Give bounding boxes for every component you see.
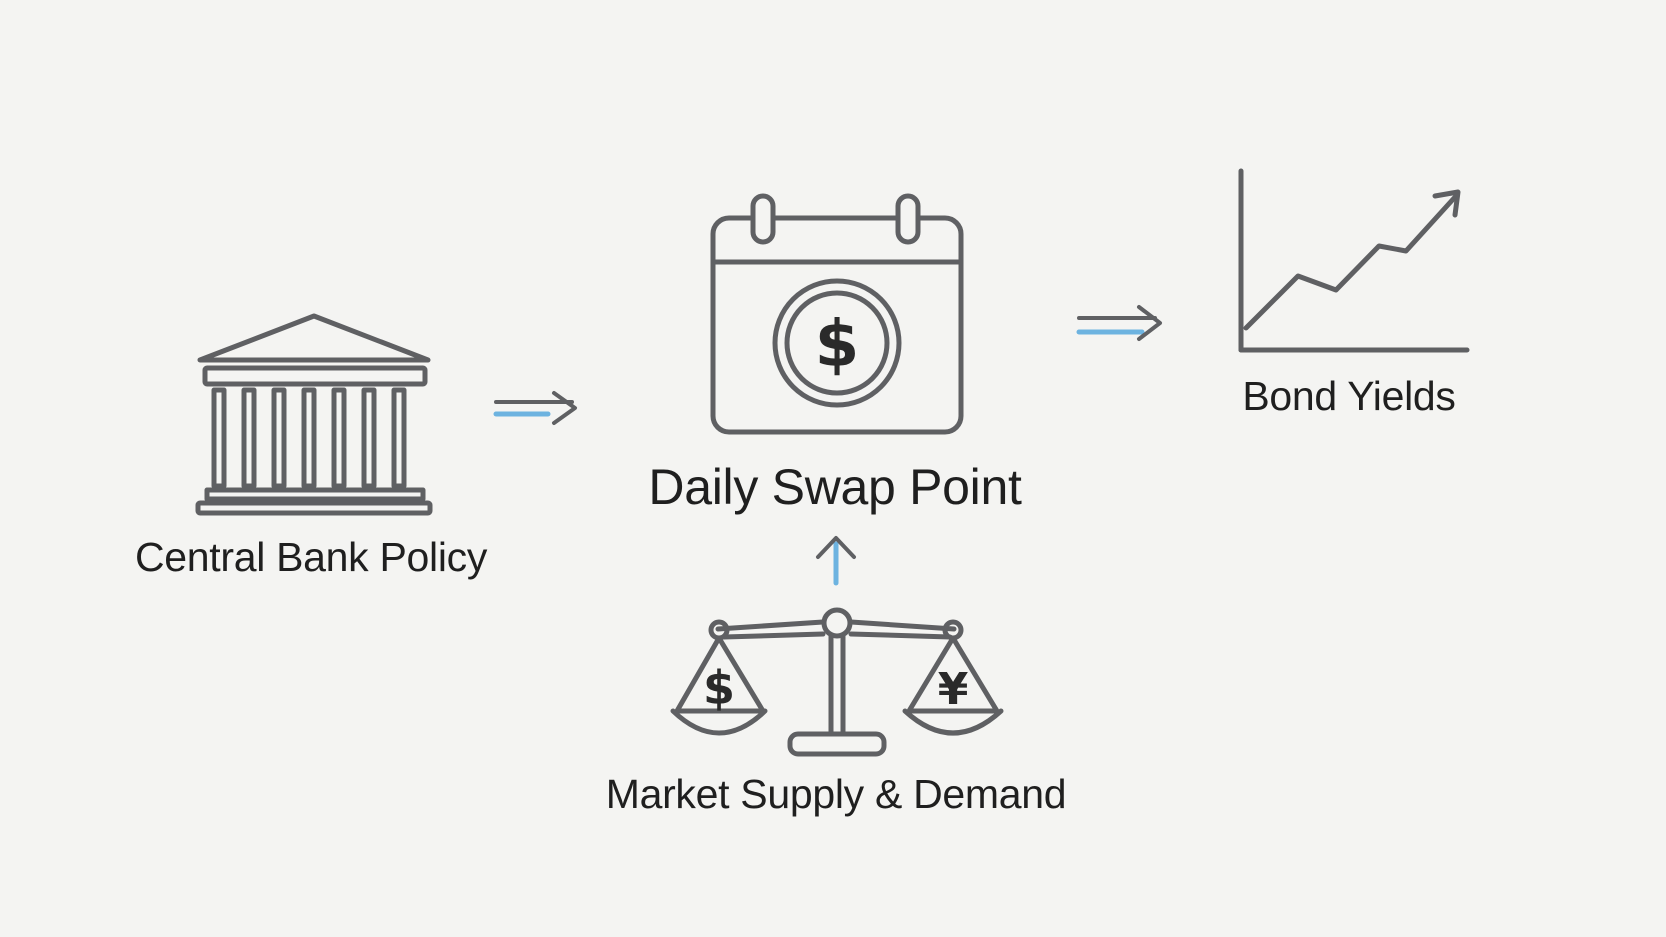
left-pan-dollar-glyph: $ [703,661,735,715]
arrow-bank-to-swap [493,391,577,425]
bond-yields-label: Bond Yields [1242,373,1456,419]
market-supply-demand-label: Market Supply & Demand [605,771,1067,817]
arrow-swap-to-bond [1076,305,1162,341]
calendar-dollar-icon [710,193,964,435]
central-bank-policy-label: Central Bank Policy [134,534,488,580]
daily-swap-point-label: Daily Swap Point [648,459,1022,515]
right-pan-yen-glyph: ¥ [938,664,969,715]
balance-scale-icon [670,607,1004,757]
dollar-sign-glyph: $ [815,308,860,382]
arrow-market-to-swap [816,536,856,586]
bank-building-icon [195,313,433,516]
rising-line-chart-icon [1238,168,1470,353]
